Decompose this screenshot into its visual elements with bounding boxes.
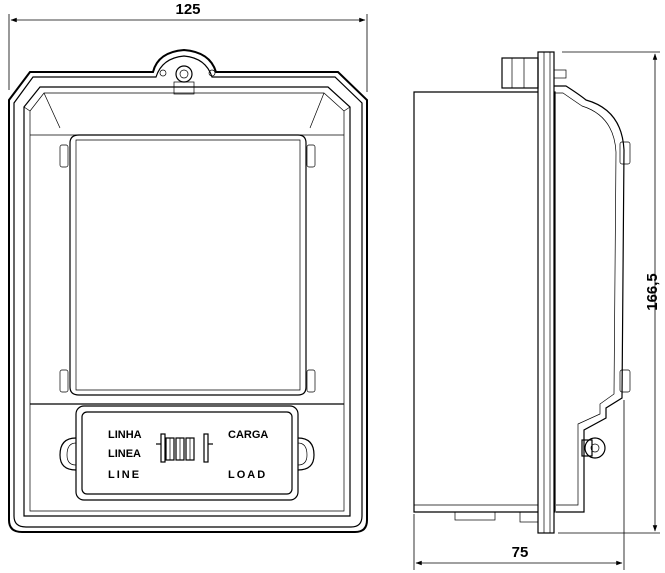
width-dimension-label: 125 [175, 1, 200, 18]
side-cover-profile [554, 85, 625, 513]
label-linha: LINHA [108, 429, 142, 441]
label-line: LINE [108, 469, 141, 481]
depth-dimension-label: 75 [512, 544, 529, 561]
side-flange [537, 51, 555, 534]
terminal-block [156, 433, 213, 463]
label-linea: LINEA [108, 448, 141, 460]
side-view [413, 51, 631, 534]
front-housing-inner-outline [13, 55, 363, 528]
front-view: LINHA LINEA LINE CARGA LOAD [8, 48, 368, 533]
front-housing-outline [8, 48, 368, 533]
height-dimension: 166,5 [558, 51, 661, 534]
viewing-window [69, 134, 307, 396]
label-load: LOAD [228, 469, 267, 481]
width-dimension: 125 [8, 1, 368, 92]
label-carga: CARGA [228, 429, 268, 441]
mounting-hole [175, 65, 193, 83]
terminal-cover [75, 405, 299, 501]
depth-dimension: 75 [413, 400, 625, 570]
side-body [413, 91, 556, 513]
height-dimension-label: 166,5 [644, 273, 661, 311]
